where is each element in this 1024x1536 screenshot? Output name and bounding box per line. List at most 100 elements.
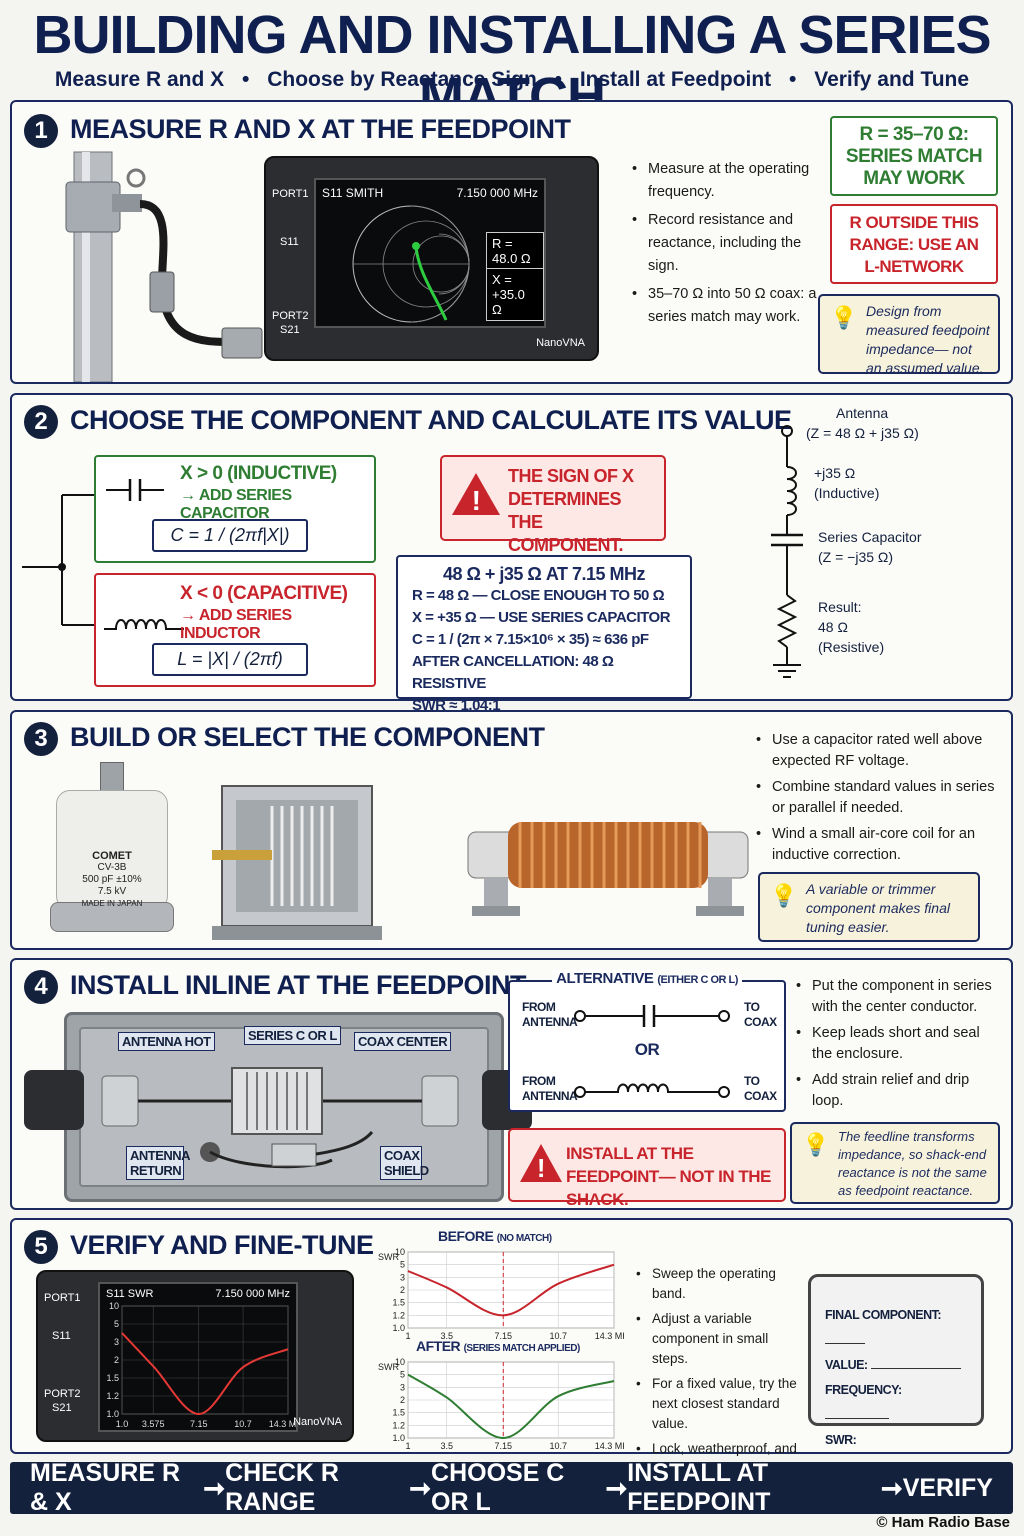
copyright: © Ham Radio Base [876, 1514, 1010, 1531]
before-chart-title: BEFORE (NO MATCH) [438, 1228, 552, 1244]
x-tick-label: 7.15 [494, 1441, 512, 1451]
s21-label: S21 [52, 1402, 72, 1414]
tag-line: FINAL COMPONENT: [825, 1303, 967, 1353]
subtitle-item: Install at Feedpoint [579, 68, 772, 91]
good-range-box: R = 35–70 Ω: SERIES MATCH MAY WORK [830, 116, 998, 196]
tip-text: The feedline transforms impedance, so sh… [838, 1129, 987, 1198]
lightbulb-icon: 💡 [770, 883, 798, 908]
capacitive-action: → ADD SERIES INDUCTOR [180, 607, 292, 642]
or-label: OR [634, 1040, 660, 1059]
vna-screen: S11 SMITH 7.150 000 MHz R = 48.0 Ω X = +… [314, 178, 546, 328]
tag-field: FINAL COMPONENT: [825, 1308, 942, 1322]
coax-center-label: COAX CENTER [354, 1032, 452, 1051]
x-tick-label: 14.3 MHz [595, 1331, 624, 1341]
arrow-right-icon: ➞ [605, 1472, 628, 1503]
step1-tip: 💡 Design from measured feedpoint impedan… [818, 294, 1000, 376]
x-tick-label: 14.3 MHz [269, 1419, 296, 1429]
inductive-heading: X > 0 (INDUCTIVE) [180, 463, 337, 484]
x-tick-label: 7.15 [494, 1331, 512, 1341]
inductor-symbol-icon [104, 619, 184, 630]
arrow-right-icon: ➞ [203, 1472, 226, 1503]
y-tick-label: 10 [395, 1357, 405, 1367]
y-tick-label: 10 [395, 1247, 405, 1257]
bullet: Keep leads short and seal the enclosure. [796, 1023, 996, 1065]
vna-frequency: 7.150 000 MHz [215, 1288, 290, 1300]
step2-number: 2 [24, 405, 58, 439]
arrow-right-icon: ➞ [409, 1472, 432, 1503]
step3-title: BUILD OR SELECT THE COMPONENT [70, 722, 545, 752]
enclosure-wiring [101, 1067, 459, 1169]
y-tick-label: 10 [109, 1302, 119, 1311]
inductive-value: +j35 Ω [814, 465, 856, 481]
vna-brand: NanoVNA [536, 337, 585, 349]
tag-field: FREQUENCY: [825, 1383, 902, 1397]
y-tick-label: 3 [400, 1272, 405, 1282]
nanovna-device: PORT1 S11 PORT2 S21 S11 SMITH 7.150 000 … [264, 156, 599, 361]
port2-label: PORT2 [44, 1388, 81, 1400]
port1-label: PORT1 [272, 188, 309, 200]
step1-title: MEASURE R AND X AT THE FEEDPOINT [70, 114, 571, 144]
step1-number: 1 [24, 114, 58, 148]
before-heading: BEFORE [438, 1228, 494, 1244]
y-tick-label: 1.0 [392, 1323, 405, 1333]
from-antenna-label: FROM ANTENNA [522, 1074, 578, 1103]
flow-step: CHECK R RANGE [225, 1459, 339, 1516]
antenna-label: Antenna [836, 405, 889, 421]
subtitle-item: Choose by Reactance Sign [267, 68, 537, 91]
step3-number: 3 [24, 722, 58, 756]
alternative-heading: ALTERNATIVE [552, 970, 658, 987]
step4-bullets: Put the component in series with the cen… [796, 976, 996, 1117]
step5-number: 5 [24, 1230, 58, 1264]
example-heading: 48 Ω + j35 Ω AT 7.15 MHz [442, 564, 646, 584]
worked-example-box: 48 Ω + j35 Ω AT 7.15 MHz R = 48 Ω — CLOS… [396, 555, 692, 714]
y-tick-label: 1.5 [392, 1408, 405, 1418]
alt-inductor-symbol [574, 1083, 730, 1098]
to-coax-label: TO COAX [744, 1074, 777, 1103]
feedpoint-warning: ! INSTALL AT THE FEEDPOINT— NOT IN THE S… [508, 1128, 786, 1209]
example-line: R = 48 Ω — CLOSE ENOUGH TO 50 Ω [412, 587, 665, 604]
bullet: Record resistance and reactance, includi… [632, 209, 822, 278]
bullet: Put the component in series with the cen… [796, 976, 996, 1018]
capacitor-symbol-icon [106, 479, 164, 501]
svg-text:!: ! [472, 485, 481, 516]
y-tick-label: 1.2 [392, 1420, 405, 1430]
x-tick-label: 14.3 MHz [595, 1441, 624, 1451]
result-note: (Resistive) [818, 639, 885, 655]
vacuum-capacitor-image: COMET CV-3B 500 pF ±10% 7.5 kV MADE IN J… [46, 762, 196, 942]
coax-shield-label: COAX SHIELD [380, 1146, 429, 1180]
cap-label-line: CV-3B [97, 862, 127, 873]
cap-label-line: 500 pF ±10% [82, 874, 142, 885]
bullet: Wind a small air-core coil for an induct… [756, 824, 996, 866]
tip-text: Design from measured feedpoint impedance… [866, 303, 990, 376]
x-tick-label: 3.5 [440, 1441, 453, 1451]
x-tick-label: 1 [405, 1331, 410, 1341]
step4-tip: 💡 The feedline transforms impedance, so … [790, 1122, 1000, 1204]
bullet: 35–70 Ω into 50 Ω coax: a series match m… [632, 283, 822, 329]
alternative-box: ALTERNATIVE(EITHER C OR L) FROM ANTENNA … [508, 970, 786, 1112]
antenna-return-label: ANTENNA RETURN [126, 1146, 190, 1180]
antenna-impedance: (Z = 48 Ω + j35 Ω) [806, 425, 919, 441]
y-tick-label: 5 [400, 1370, 405, 1380]
vna-mode: S11 SWR [106, 1288, 154, 1300]
inductive-action: → ADD SERIES CAPACITOR [180, 487, 292, 522]
lightbulb-icon: 💡 [802, 1132, 830, 1157]
inductor-formula: L = |X| / (2πf) [152, 643, 308, 676]
y-tick-label: 2 [400, 1395, 405, 1405]
x-tick-label: 10.7 [549, 1441, 567, 1451]
antenna-return-text: ANTENNA RETURN [130, 1148, 190, 1178]
series-c-or-l-label: SERIES C OR L [244, 1026, 341, 1045]
step1-panel: 1 MEASURE R AND X AT THE FEEDPOINT PORT1… [10, 100, 1013, 384]
step4-panel: 4 INSTALL INLINE AT THE FEEDPOINT ANTENN… [10, 958, 1013, 1210]
bullet: Adjust a variable component in small ste… [636, 1309, 806, 1369]
step3-tip: 💡 A variable or trimmer component makes … [758, 872, 980, 942]
example-line: C = 1 / (2π × 7.15×10⁶ × 35) ≈ 636 pF [412, 631, 649, 648]
cap-label-line: 7.5 kV [97, 886, 127, 897]
page-subtitle: Measure R and X • Choose by Reactance Si… [0, 68, 1024, 92]
lightbulb-icon: 💡 [830, 305, 858, 330]
vna-frequency: 7.150 000 MHz [456, 186, 538, 200]
alt-capacitor-symbol [574, 1005, 730, 1027]
arrow-right-icon: ➞ [880, 1472, 903, 1503]
s11-label: S11 [280, 236, 299, 248]
